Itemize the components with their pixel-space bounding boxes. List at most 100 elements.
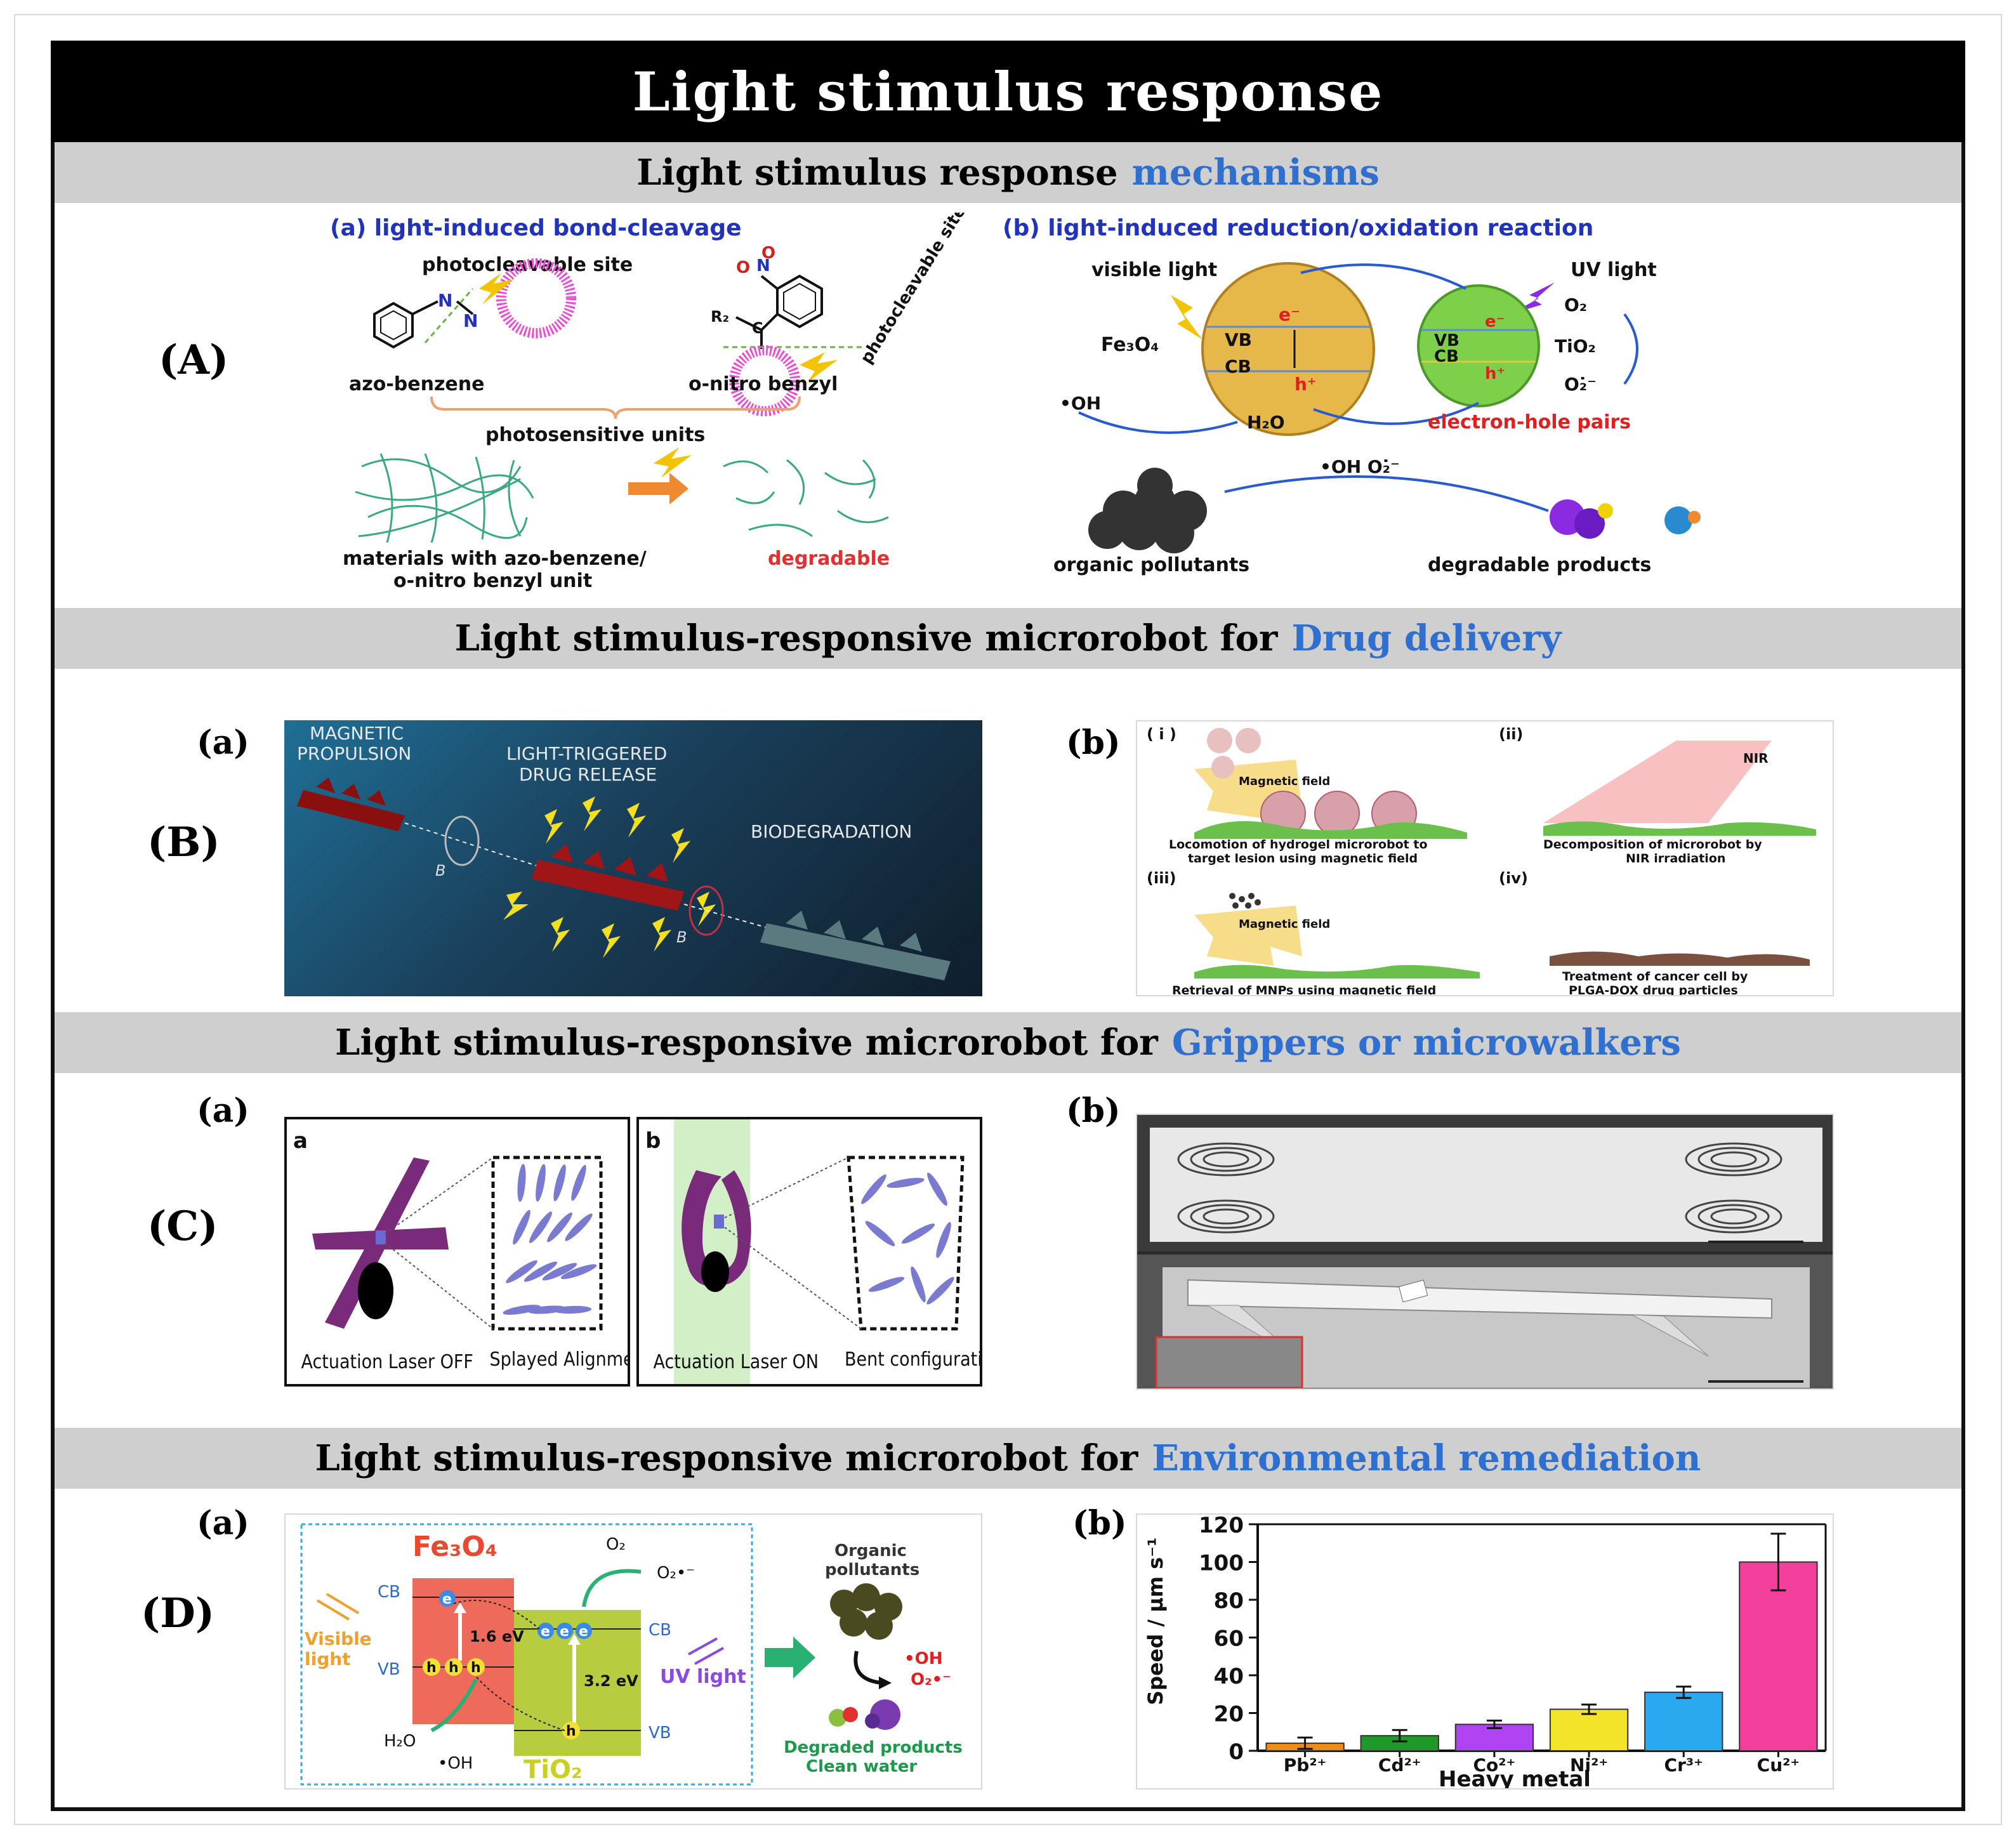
panel-drug-delivery-steps: ( i ) (ii) (iii) (iv) Magnetic field Loc… <box>1136 720 1834 996</box>
chart-x-tick-label: Ni²⁺ <box>1570 1755 1608 1776</box>
section-b-header: Light stimulus-responsive microrobot for… <box>55 608 1961 669</box>
hole-1: h <box>426 1660 437 1676</box>
tissue-1 <box>1194 821 1467 839</box>
caption-iii: Retrieval of MNPs using magnetic field <box>1172 984 1436 996</box>
caption-iv-2: PLGA-DOX drug particles <box>1569 984 1738 996</box>
splayed-label: Splayed Alignment <box>490 1348 628 1371</box>
oh-o2-label: •OH O₂̇⁻ <box>1320 456 1400 477</box>
fe3o4-label: Fe₃O₄ <box>1101 334 1159 356</box>
tissue-4 <box>1550 951 1810 966</box>
panel-b-letter: b <box>645 1128 661 1154</box>
svg-text:O: O <box>761 244 775 263</box>
lightning-bolts-icon <box>503 796 716 958</box>
h2o-label-d: H₂O <box>384 1732 416 1751</box>
green-arrow-icon <box>765 1637 815 1678</box>
chart-y-tick-label: 60 <box>1214 1626 1244 1652</box>
splayed-alignment-box <box>491 1156 603 1331</box>
o2-label: O₂ <box>1564 294 1587 315</box>
gap-2-label: 3.2 eV <box>584 1672 638 1690</box>
clean-water-label: Clean water <box>806 1757 917 1776</box>
organic-pollutants-icon <box>1088 468 1207 553</box>
svg-text:N: N <box>438 290 452 311</box>
tissue-3 <box>1194 965 1480 979</box>
laser-on-label: Actuation Laser ON <box>654 1351 819 1373</box>
hole-label-2: h⁺ <box>1485 364 1505 383</box>
light-triggered-2: DRUG RELEASE <box>519 764 657 785</box>
red-helix-icon <box>297 777 405 831</box>
splayed-mesogens-icon <box>503 1164 597 1315</box>
magnetic-arrow-icon-2 <box>1194 906 1302 966</box>
panel-gripper-on: b Actuation Laser ON Bent configuration <box>636 1117 982 1387</box>
visible-light-label: visible light <box>1091 259 1217 281</box>
cb-right-label: CB <box>649 1621 671 1640</box>
svg-text:C: C <box>752 319 763 337</box>
b-field-label-1: B <box>435 862 445 880</box>
tio2-title: TiO₂ <box>524 1755 583 1784</box>
chart-y-tick-label: 20 <box>1214 1702 1244 1727</box>
step-i-label: ( i ) <box>1147 725 1176 743</box>
caption-ii-2: NIR irradiation <box>1626 852 1725 866</box>
o-nitro-benzyl-label: o-nitro benzyl <box>688 373 838 395</box>
oh-label-d: •OH <box>438 1754 473 1773</box>
main-title: Light stimulus response <box>51 41 1965 142</box>
uv-lightning-icon <box>1510 282 1555 314</box>
uv-light-arrows-icon <box>688 1637 724 1665</box>
caption-i-1: Locomotion of hydrogel microrobot to <box>1169 838 1428 852</box>
degradable-products-label: degradable products <box>1428 554 1651 576</box>
particle-icon <box>358 1262 393 1319</box>
b-field-label-2: B <box>676 928 687 946</box>
oh-label: •OH <box>1060 393 1101 414</box>
section-d-header: Light stimulus-responsive microrobot for… <box>55 1428 1961 1489</box>
chart-x-tick-label: Cr³⁺ <box>1664 1755 1703 1776</box>
gripped-particle-icon <box>701 1251 729 1292</box>
electron-2: e <box>541 1624 550 1640</box>
degradable-products-icon <box>1550 499 1701 539</box>
organic-pollutants-label: organic pollutants <box>1053 554 1249 576</box>
section-d-header-highlight: Environmental remediation <box>1152 1437 1701 1479</box>
micelle-icon-2 <box>729 345 800 416</box>
caption-i-2: target lesion using magnetic field <box>1188 852 1418 866</box>
azo-benzene-label: azo-benzene <box>349 373 484 395</box>
magnetic-propulsion-1: MAGNETIC <box>310 723 404 744</box>
visible-light-2: light <box>305 1649 351 1670</box>
svg-text:N: N <box>463 310 478 331</box>
tissue-2 <box>1543 821 1816 836</box>
panel-gripper-off: a Actuation Laser OFF Splaye <box>284 1117 630 1387</box>
photocleavable-site-label: photocleavable site <box>422 254 633 276</box>
materials-label-1: materials with azo-benzene/ <box>343 548 647 570</box>
electron-label-2: e⁻ <box>1485 312 1505 331</box>
section-c-header-text: Light stimulus-responsive microrobot for <box>335 1022 1158 1064</box>
step-iii-label: (iii) <box>1147 869 1176 887</box>
sem-top-pattern-icon <box>1177 1142 1782 1234</box>
panel-a-letter: a <box>293 1128 308 1154</box>
vb-label-1: VB <box>1225 329 1252 350</box>
lightning-icon <box>479 273 514 305</box>
hole-4: h <box>566 1724 576 1739</box>
section-c-header-highlight: Grippers or microwalkers <box>1171 1022 1681 1064</box>
o2-top-label: O₂ <box>606 1535 626 1554</box>
sub-label-c-b: (b) <box>1066 1091 1121 1130</box>
bracket-icon <box>430 396 801 419</box>
panel-bond-cleavage: (a) light-induced bond-cleavage photocle… <box>330 213 977 593</box>
row-label-a: (A) <box>159 336 229 384</box>
photocleavable-site-rotated: photocleavable site <box>857 213 970 367</box>
degradable-label: degradable <box>768 548 890 570</box>
fe3o4-title: Fe₃O₄ <box>412 1531 497 1563</box>
sub-label-d-a: (a) <box>197 1504 249 1543</box>
o2-radical-label: O₂̇⁻ <box>1564 374 1597 395</box>
biodegradation-label: BIODEGRADATION <box>751 821 912 842</box>
electron-3: e <box>560 1624 569 1640</box>
degraded-products-label: Degraded products <box>784 1738 963 1757</box>
visible-light-1: Visible <box>305 1628 372 1649</box>
degraded-network-icon <box>723 459 889 537</box>
svg-text:R₂: R₂ <box>711 308 729 326</box>
tio2-label: TiO₂ <box>1555 336 1596 357</box>
caption-iv-1: Treatment of cancer cell by <box>1562 970 1748 984</box>
vb-left-label: VB <box>378 1660 400 1679</box>
pollutant-cluster-icon <box>830 1583 902 1640</box>
redox-title: (b) light-induced reduction/oxidation re… <box>1003 215 1593 241</box>
chart-y-tick-label: 40 <box>1214 1664 1244 1689</box>
azo-benzene-molecule <box>373 300 474 349</box>
sub-label-b-a: (a) <box>197 723 249 762</box>
